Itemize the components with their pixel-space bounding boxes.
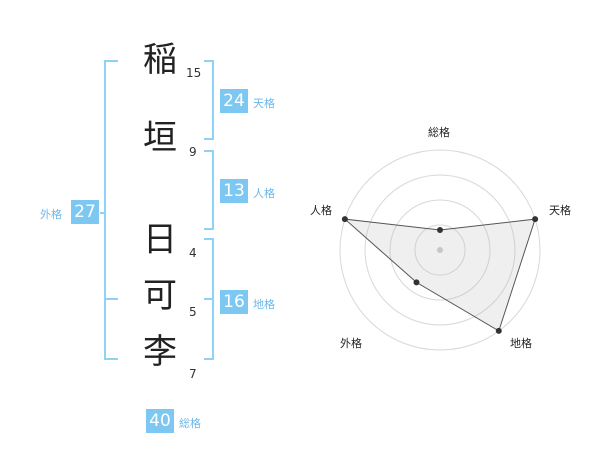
name-char-3: 日 [143,220,177,260]
tenkaku-bracket-top [204,60,214,62]
radar-point-4 [341,216,348,223]
soukaku-value-badge: 40 [146,409,174,433]
chikaku-bracket-mid [204,298,214,300]
stroke-count-2: 9 [189,145,197,159]
tenkaku-bracket-bottom [204,138,214,140]
jinkaku-value-badge: 13 [220,179,248,203]
radar-label-gaikaku: 外格 [340,337,362,350]
stroke-count-1: 15 [186,66,202,80]
radar-point-3 [413,279,420,286]
chikaku-bracket-top [204,238,214,240]
jinkaku-bracket-vertical [212,150,214,230]
jinkaku-label: 人格 [253,187,275,200]
gaikaku-value-badge: 27 [71,200,99,224]
name-char-2: 垣 [143,118,177,158]
chikaku-value-badge: 16 [220,290,248,314]
chikaku-label: 地格 [253,298,275,311]
radar-label-jinkaku: 人格 [310,204,332,217]
name-char-1: 稲 [143,40,177,80]
radar-grid-ring [364,174,516,326]
radar-point-2 [495,327,502,334]
tenkaku-bracket-vertical [212,60,214,140]
radar-label-tenkaku: 天格 [549,204,571,217]
radar-grid-ring [339,149,541,351]
radar-grid-ring [389,199,491,301]
stroke-count-3: 4 [189,246,197,260]
radar-point-0 [437,227,443,233]
tenkaku-label: 天格 [253,97,275,110]
soukaku-label: 総格 [179,417,201,430]
outer-bracket-vertical [104,60,106,360]
chikaku-bracket-bottom [204,358,214,360]
radar-label-chikaku: 地格 [510,337,532,350]
radar-data-polygon [343,218,536,332]
radar-center-dot [437,247,443,253]
jinkaku-bracket-top [204,150,214,152]
name-char-5: 李 [143,332,177,372]
radar-label-soukaku: 総格 [428,126,450,139]
outer-bracket-top [104,60,118,62]
jinkaku-bracket-bottom [204,228,214,230]
radar-point-1 [532,216,539,223]
name-char-4: 可 [143,276,177,316]
tenkaku-value-badge: 24 [220,89,248,113]
gaikaku-label: 外格 [40,208,62,221]
outer-bracket-mid [104,298,118,300]
stroke-count-4: 5 [189,305,197,319]
outer-bracket-bottom [104,358,118,360]
outer-bracket-stub [100,212,106,214]
radar-grid-ring [414,224,466,276]
stroke-count-5: 7 [189,367,197,381]
